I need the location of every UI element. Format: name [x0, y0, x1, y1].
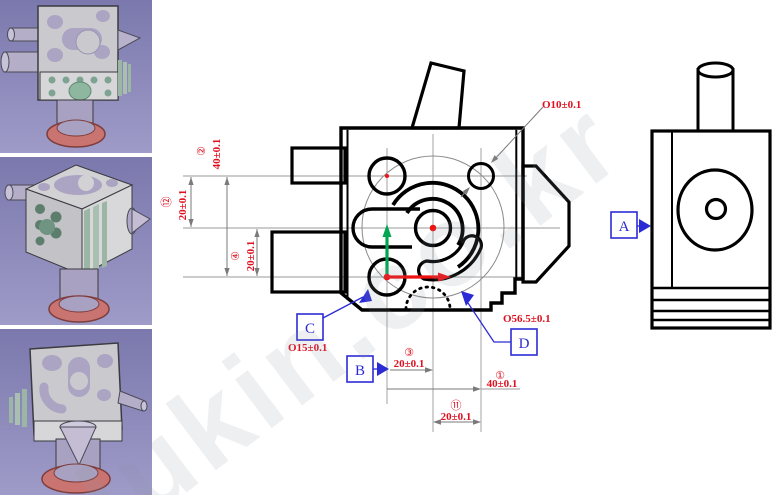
side-cone: [117, 29, 142, 51]
lower-band: [39, 71, 119, 101]
hole-o10: [467, 162, 495, 190]
datum-letter: B: [355, 363, 365, 379]
hidden-arc: [404, 285, 452, 311]
side-view-cylinder-top: [696, 61, 735, 79]
x-axis-arrowhead-icon: [438, 272, 451, 282]
origin-dot: [383, 273, 391, 281]
drawing-canvas: ② 40±0.1 ⑫ 20±0.1 ④ 20±0.1 ③ 20±0.1 ① 4: [160, 61, 772, 432]
datum-label-a[interactable]: A: [610, 211, 638, 239]
right-stub-cylinder: [117, 390, 148, 412]
hole-top-left: [367, 156, 407, 196]
left-fins: [9, 389, 27, 427]
datum-label-d[interactable]: D: [510, 328, 538, 356]
front-view-outline: [270, 61, 571, 312]
side-view-boss-circle: [676, 168, 754, 252]
tilted-cylinder: [409, 61, 466, 130]
left-boss-top: [290, 146, 347, 185]
front-cone: [59, 420, 97, 467]
model-render-iso-top: [0, 157, 152, 325]
dimension-value: 20±0.1: [177, 190, 189, 221]
datum-box: [610, 211, 638, 239]
center-dot: [429, 224, 437, 232]
dimension-index: ①: [495, 369, 505, 382]
datum-letter: D: [519, 336, 530, 352]
side-view-center-hole: [704, 197, 728, 221]
left-face-holes: [35, 204, 62, 246]
red-ring: [48, 295, 110, 323]
dimension-value: 40±0.1: [487, 378, 518, 390]
diameter-callout[interactable]: O15±0.1: [288, 342, 327, 354]
datum-triangle-c-icon: [359, 289, 372, 303]
dimension-arrowhead-icons: [425, 367, 481, 425]
side-fins: [118, 60, 131, 96]
dimension-index: ②: [195, 146, 208, 156]
center-bore: [413, 208, 453, 248]
dimension-value: 20±0.1: [394, 358, 425, 370]
datum-target-icons: [359, 219, 651, 376]
datum-box: [510, 328, 538, 356]
right-cone-profile: [521, 164, 571, 284]
model-viewport-front[interactable]: [0, 0, 152, 153]
left-boss-bottom: [270, 230, 347, 294]
red-ring: [46, 119, 106, 148]
model-render-iso-bottom: [0, 329, 152, 495]
right-face-fins: [84, 201, 107, 274]
horseshoe-inner-arc: [405, 197, 465, 247]
coordinate-axes: [382, 174, 451, 282]
red-ring: [41, 463, 111, 494]
datum-box: [346, 355, 374, 383]
side-view-body: [650, 129, 772, 330]
dimension-value: 20±0.1: [245, 241, 257, 272]
datum-letter: A: [619, 219, 630, 235]
top-face-features: [38, 175, 118, 195]
center-dot: [385, 174, 389, 178]
diameter-leader-o10: [460, 106, 544, 198]
dimension-group-left[interactable]: ② 40±0.1 ⑫ 20±0.1 ④ 20±0.1: [160, 139, 260, 276]
horseshoe-outer-arc: [391, 180, 481, 269]
side-cone: [126, 207, 151, 235]
datum-box: [296, 313, 324, 341]
side-view-outline: [650, 61, 772, 330]
slot-obround: [351, 207, 420, 249]
face-holes: [39, 354, 113, 414]
dimension-index: ⑫: [160, 197, 173, 208]
datum-letter: C: [305, 321, 315, 337]
datum-label-b[interactable]: B: [346, 355, 374, 383]
dimension-index: ④: [229, 251, 242, 261]
leader-arrowhead-icon: [491, 155, 499, 163]
leader-arrowhead-icon: [462, 187, 470, 195]
datum-triangle-d-icon: [461, 291, 474, 306]
face-holes: [47, 10, 110, 62]
model-render-front: [0, 0, 152, 153]
model-viewport-iso-bottom[interactable]: [0, 329, 152, 495]
curved-slot: [417, 234, 483, 282]
bolt-circle: [361, 155, 505, 299]
dimension-value: 40±0.1: [211, 139, 223, 170]
dimension-index: ③: [404, 346, 414, 359]
dimension-index: ⑪: [451, 399, 462, 412]
diameter-callout[interactable]: O10±0.1: [542, 99, 581, 111]
dimension-group-bottom[interactable]: ③ 20±0.1 ① 40±0.1 ⑪ 20±0.1: [387, 346, 517, 425]
model-viewport-iso-top[interactable]: [0, 157, 152, 325]
diameter-callout[interactable]: O56.5±0.1: [503, 313, 551, 325]
dimension-value: 20±0.1: [441, 411, 472, 423]
datum-triangle-a-icon: [639, 219, 651, 233]
y-axis-arrowhead-icon: [382, 224, 392, 237]
dimension-arrowhead-icons: [188, 177, 260, 276]
datum-triangle-b-icon: [377, 362, 389, 376]
datum-label-c[interactable]: C: [296, 313, 324, 341]
